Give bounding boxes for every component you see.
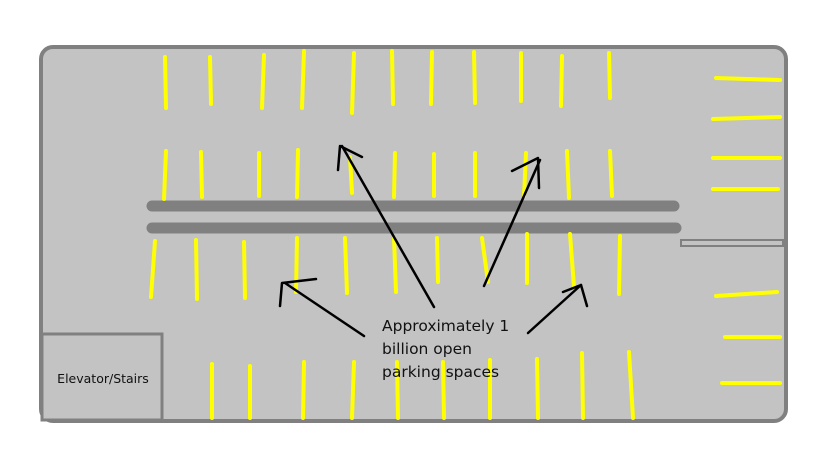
parking-line: [392, 236, 398, 294]
arrow-left-icon: [278, 277, 366, 338]
parking-line: [300, 49, 306, 110]
parking-note: Approximately 1 billion open parking spa…: [382, 315, 542, 384]
arrow-up-right-icon: [482, 156, 542, 288]
parking-line: [343, 236, 349, 295]
parking-line: [472, 50, 477, 105]
parking-row-lower-middle: [149, 232, 622, 301]
parking-line: [395, 360, 400, 420]
parking-line: [163, 55, 168, 110]
parking-line: [301, 360, 306, 420]
elevator-stairs-box: [40, 332, 164, 422]
parking-line: [242, 240, 247, 300]
parking-line: [568, 232, 576, 289]
parking-line: [711, 115, 782, 121]
note-line-2: billion open: [382, 340, 472, 358]
elevator-stairs-label: Elevator/Stairs: [44, 336, 162, 420]
parking-line: [559, 54, 564, 108]
parking-line: [535, 357, 540, 420]
parking-line: [627, 350, 635, 420]
arrow-up-left-icon: [336, 144, 436, 309]
parking-line: [350, 360, 356, 420]
parking-line: [565, 149, 571, 200]
arrows: [278, 144, 589, 338]
parking-line: [714, 290, 779, 298]
parking-line: [435, 236, 440, 284]
parking-line: [260, 53, 266, 110]
parking-line: [607, 51, 612, 100]
parking-line: [480, 236, 490, 284]
arrow-right-icon: [526, 283, 589, 335]
parking-line: [162, 149, 168, 201]
parking-line: [295, 148, 300, 199]
parking-line: [350, 51, 356, 115]
parking-line: [208, 55, 213, 106]
parking-line: [199, 150, 204, 199]
note-line-1: Approximately 1: [382, 317, 510, 335]
parking-line: [429, 50, 434, 106]
parking-line: [608, 149, 614, 198]
parking-line: [617, 234, 622, 296]
parking-line: [390, 49, 395, 106]
parking-line: [194, 238, 199, 301]
parking-line: [294, 236, 299, 294]
parking-line: [441, 360, 446, 420]
note-line-3: parking spaces: [382, 363, 500, 381]
parking-line: [522, 151, 528, 198]
center-divider: [146, 200, 682, 234]
parking-row-top: [163, 49, 612, 115]
parking-row-bottom: [210, 350, 635, 420]
parking-line: [580, 351, 585, 420]
garage-floor: [39, 45, 788, 423]
parking-line: [714, 76, 782, 82]
parking-line: [392, 151, 397, 199]
elevator-stairs-text: Elevator/Stairs: [57, 370, 149, 386]
parking-row-right: [711, 76, 782, 385]
side-ramp-marker: [680, 239, 784, 247]
parking-line: [149, 239, 157, 299]
